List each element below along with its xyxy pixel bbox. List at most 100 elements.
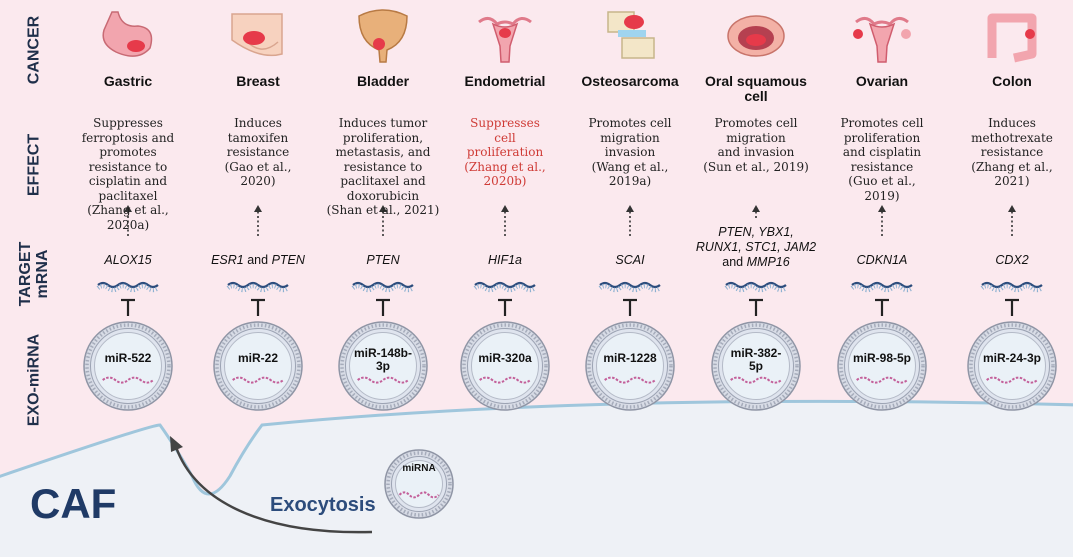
target-mrna: ESR1 and PTEN [193, 253, 323, 268]
row-label-target-line2: mRNA [34, 249, 51, 299]
target-line: ALOX15 [63, 253, 193, 268]
effect-line: (Zhang et al., 2020a) [87, 203, 169, 232]
mirna-label: miR-24-3p [972, 352, 1052, 365]
effect-line: migration [726, 130, 786, 145]
target-line: and MMP16 [691, 255, 821, 270]
target-gene: and [243, 253, 272, 267]
effect-line: 2019a) [608, 174, 652, 188]
effect-line: resistance to [88, 159, 168, 174]
exo-vesicle [837, 321, 927, 411]
effect-line: (Guo et al., [848, 174, 916, 188]
target-gene: SCAI [615, 253, 645, 267]
effect-line: ferroptosis and [81, 130, 175, 145]
row-label-exo-mirna: EXO-miRNA [25, 333, 43, 427]
cell-vesicle-label: miRNA [402, 463, 436, 474]
effect-line: resistance [226, 145, 290, 159]
effect-line: tamoxifen [227, 130, 289, 145]
cancer-name: Bladder [356, 73, 410, 89]
exo-vesicle [213, 321, 303, 411]
effect-arrowhead [1008, 205, 1016, 212]
mrna-strand-icon [598, 281, 662, 293]
target-mrna: SCAI [565, 253, 695, 268]
target-gene: HIF1a [487, 253, 523, 267]
mrna-strand-icon [226, 281, 290, 293]
mirna-label: miR-1228 [590, 352, 670, 365]
target-gene: ALOX15 [104, 253, 152, 267]
effect-arrowhead [254, 205, 262, 212]
target-mrna: HIF1a [440, 253, 570, 268]
target-gene: PTEN [366, 253, 400, 267]
mirna-label: miR-320a [465, 352, 545, 365]
effect-line: paclitaxel [98, 188, 158, 203]
effect-line: Promotes cell [714, 116, 798, 130]
mirna-label-line: 5p [748, 359, 763, 373]
effect-line: methotrexate [971, 130, 1053, 145]
cell-vesicle [384, 449, 454, 519]
exo-vesicle [83, 321, 173, 411]
mirna-label: miR-148b-3p [343, 347, 423, 373]
effect-line: (Zhang et al., [971, 159, 1053, 174]
row-label-effect: EFFECT [25, 133, 43, 197]
mrna-strand-icon [351, 281, 415, 293]
mirna-strand [986, 376, 1038, 384]
effect-line: Suppresses [470, 116, 540, 130]
mirna-label: miR-98-5p [842, 352, 922, 365]
target-line: RUNX1, STC1, JAM2 [691, 240, 821, 255]
mrna-strand-icon [980, 281, 1044, 293]
mirna-label-line: 3p [375, 359, 390, 373]
effect-line: Induces [234, 116, 282, 130]
mirna-label: miR-522 [88, 352, 168, 365]
target-gene: MMP16 [746, 255, 790, 269]
breast-icon [231, 13, 283, 57]
target-gene: PTEN [271, 253, 305, 267]
cancer-name: Gastric [103, 73, 153, 89]
stomach-icon [102, 11, 153, 57]
caf-label: CAF [30, 480, 117, 527]
effect-line: resistance [850, 159, 914, 174]
effect-line: 2020) [240, 174, 276, 188]
exocytosis-arrow [174, 446, 373, 534]
cancer-name: Endometrial [464, 73, 546, 89]
exocytosis-arrowhead [170, 436, 183, 452]
target-gene: and [722, 255, 747, 269]
mirna-strand [357, 376, 409, 384]
mirna-label-line: miR-382- [730, 346, 782, 360]
target-line: PTEN [318, 253, 448, 268]
effect-line: cell [494, 130, 516, 145]
mrna-strand-icon [473, 281, 537, 293]
effect-line: (Shan et al., 2021) [326, 203, 440, 217]
cancer-name: Oral squamous cell [705, 73, 807, 104]
mirna-strand [232, 376, 284, 384]
mirna-strand [856, 376, 908, 384]
effect-line: paclitaxel and [340, 174, 426, 188]
effect-line: proliferation [843, 130, 921, 145]
effect-line: Promotes cell [840, 116, 924, 130]
effect-line: cisplatin and [88, 174, 168, 188]
effect-line: Induces [988, 116, 1036, 130]
effect-line: 2020b) [483, 174, 527, 188]
target-line: CDX2 [947, 253, 1073, 268]
mirna-label-line: miR-1228 [603, 351, 657, 365]
effect-line: proliferation [466, 145, 544, 159]
effect-arrowhead [626, 205, 634, 212]
target-mrna: CDX2 [947, 253, 1073, 268]
effect-line: resistance to [343, 159, 423, 174]
effect-line: and invasion [717, 145, 795, 159]
target-line: PTEN, YBX1, [691, 225, 821, 240]
mirna-strand [398, 491, 440, 499]
target-line: CDKN1A [817, 253, 947, 268]
bladder-icon [358, 9, 408, 63]
ovary-icon [853, 17, 911, 63]
effect-arrowhead [752, 205, 760, 212]
effect-line: Promotes cell [588, 116, 672, 130]
exo-vesicle [585, 321, 675, 411]
mirna-label-line: miR-24-3p [982, 351, 1041, 365]
cancer-name: Colon [992, 73, 1032, 89]
row-label-cancer: CANCER [25, 15, 43, 85]
